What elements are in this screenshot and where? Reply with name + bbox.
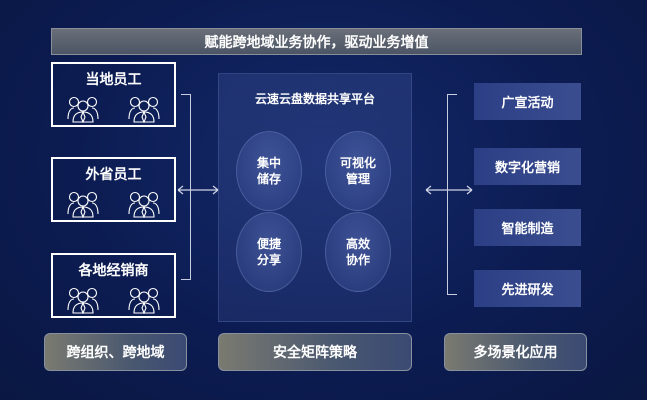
feature-circle: 便捷分享: [236, 212, 302, 292]
right-bracket: [447, 94, 457, 295]
feature-line: 协作: [345, 253, 370, 267]
feature-line: 高效: [345, 237, 370, 251]
people-group-icon: [127, 95, 161, 127]
feature-line: 集中: [256, 156, 281, 170]
feature-line: 便捷: [256, 237, 281, 251]
headline-banner: 赋能跨地域业务协作，驱动业务增值: [51, 28, 582, 55]
application-box: 数字化营销: [474, 148, 581, 185]
stakeholder-box: 当地员工: [51, 62, 176, 127]
pillar-label: 多场景化应用: [444, 333, 587, 371]
feature-circle: 集中储存: [236, 131, 302, 211]
people-group-icon: [66, 95, 100, 127]
stakeholder-label: 当地员工: [85, 72, 142, 88]
feature-line: 储存: [256, 172, 281, 186]
pillar-label: 安全矩阵策略: [218, 333, 412, 371]
feature-line: 分享: [256, 253, 281, 267]
people-group-icon: [127, 286, 161, 318]
stakeholder-box: 各地经销商: [51, 253, 176, 318]
platform-panel: 云速云盘数据共享平台 集中储存可视化管理便捷分享高效协作: [218, 73, 412, 322]
platform-title: 云速云盘数据共享平台: [254, 92, 375, 106]
people-group-icon: [66, 190, 100, 222]
application-box: 广宣活动: [474, 83, 581, 120]
feature-circle: 高效协作: [325, 212, 391, 292]
stakeholder-label: 外省员工: [85, 167, 142, 183]
feature-line: 可视化: [339, 156, 376, 170]
people-group-icon: [127, 190, 161, 222]
application-box: 先进研发: [474, 270, 581, 307]
feature-line: 管理: [345, 172, 370, 186]
application-box: 智能制造: [474, 209, 581, 246]
stakeholder-box: 外省员工: [51, 157, 176, 222]
stakeholder-label: 各地经销商: [78, 263, 149, 279]
left-double-arrow-icon: [177, 185, 219, 195]
feature-circle: 可视化管理: [325, 131, 391, 211]
pillar-label: 跨组织、跨地域: [44, 333, 187, 371]
left-bracket: [181, 94, 191, 280]
right-double-arrow-icon: [425, 185, 473, 195]
people-group-icon: [66, 286, 100, 318]
